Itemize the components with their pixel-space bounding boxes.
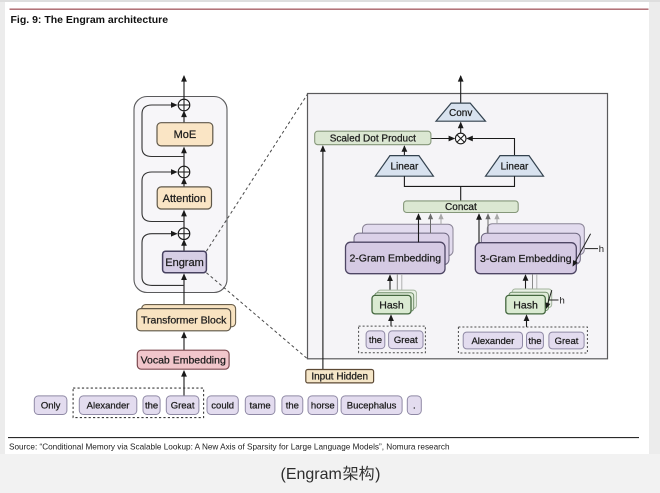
svg-text:Fig. 9: The Engram architectur: Fig. 9: The Engram architecture [11,14,169,26]
svg-text:Attention: Attention [163,193,206,205]
svg-text:the: the [528,336,541,347]
svg-text:Hash: Hash [379,299,404,311]
svg-text:Great: Great [394,335,418,346]
svg-text:h: h [599,244,604,255]
svg-text:the: the [286,401,299,412]
svg-text:h: h [560,296,565,307]
svg-text:Hash: Hash [513,299,538,311]
svg-text:Alexander: Alexander [87,401,130,412]
svg-text:MoE: MoE [174,129,197,141]
svg-text:Engram: Engram [165,257,204,269]
svg-text:Only: Only [41,401,61,412]
svg-text:3-Gram Embedding: 3-Gram Embedding [480,253,572,265]
svg-text:Linear: Linear [390,162,418,173]
svg-text:the: the [369,335,382,346]
svg-text:Scaled Dot Product: Scaled Dot Product [330,133,416,144]
svg-text:the: the [145,401,158,412]
svg-text:Alexander: Alexander [471,336,514,347]
svg-text:Transformer Block: Transformer Block [141,314,227,326]
svg-text:Source: “Conditional Memory vi: Source: “Conditional Memory via Scalable… [9,443,450,452]
svg-text:Input Hidden: Input Hidden [311,372,368,383]
svg-text:.: . [413,401,416,412]
svg-text:tame: tame [250,401,271,412]
svg-text:Conv: Conv [449,108,472,119]
svg-text:2-Gram Embedding: 2-Gram Embedding [349,253,441,265]
svg-text:Linear: Linear [501,162,529,173]
svg-text:Bucephalus: Bucephalus [347,401,397,412]
svg-text:horse: horse [311,401,335,412]
svg-text:Vocab Embedding: Vocab Embedding [141,354,226,366]
svg-text:): ) [375,466,380,483]
svg-text:Great: Great [171,401,195,412]
svg-text:Great: Great [555,336,579,347]
svg-text:could: could [211,401,234,412]
svg-text:Concat: Concat [445,202,477,213]
svg-text:(Engram: (Engram [281,466,342,483]
